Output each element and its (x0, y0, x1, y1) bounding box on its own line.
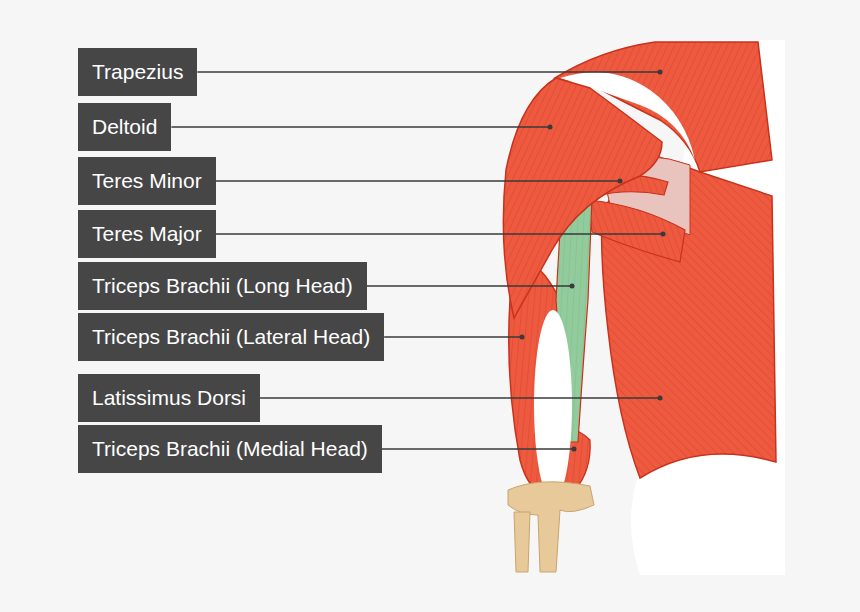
leader-line (216, 233, 663, 234)
label-box: Triceps Brachii (Long Head) (78, 262, 367, 310)
elbow-bones (508, 482, 594, 572)
label-text: Trapezius (92, 60, 183, 83)
label-text: Triceps Brachii (Lateral Head) (92, 325, 370, 348)
label-box: Trapezius (78, 48, 197, 96)
teres-major-muscle (588, 200, 685, 262)
label-text: Teres Major (92, 222, 202, 245)
label-text: Teres Minor (92, 169, 202, 192)
leader-line (197, 71, 660, 72)
label-box: Triceps Brachii (Lateral Head) (78, 313, 384, 361)
label-text: Triceps Brachii (Medial Head) (92, 437, 368, 460)
leader-dot (661, 232, 666, 237)
leader-line (216, 180, 620, 181)
label-box: Teres Major (78, 210, 216, 258)
leader-dot (520, 335, 525, 340)
leader-line (260, 397, 660, 398)
label-box: Triceps Brachii (Medial Head) (78, 425, 382, 473)
leader-dot (618, 179, 623, 184)
leader-dot (570, 284, 575, 289)
leader-dot (548, 125, 553, 130)
leader-dot (572, 447, 577, 452)
label-text: Deltoid (92, 115, 157, 138)
label-box: Latissimus Dorsi (78, 374, 260, 422)
radius-bone (514, 512, 530, 572)
label-text: Latissimus Dorsi (92, 386, 246, 409)
leader-line (367, 285, 572, 286)
leader-line (382, 448, 574, 449)
label-box: Teres Minor (78, 157, 216, 205)
label-text: Triceps Brachii (Long Head) (92, 274, 353, 297)
leader-line (384, 336, 522, 337)
label-box: Deltoid (78, 103, 171, 151)
triceps-tendon (534, 310, 572, 500)
leader-dot (658, 396, 663, 401)
leader-dot (658, 70, 663, 75)
deltoid-muscle (503, 78, 662, 318)
leader-line (171, 126, 550, 127)
